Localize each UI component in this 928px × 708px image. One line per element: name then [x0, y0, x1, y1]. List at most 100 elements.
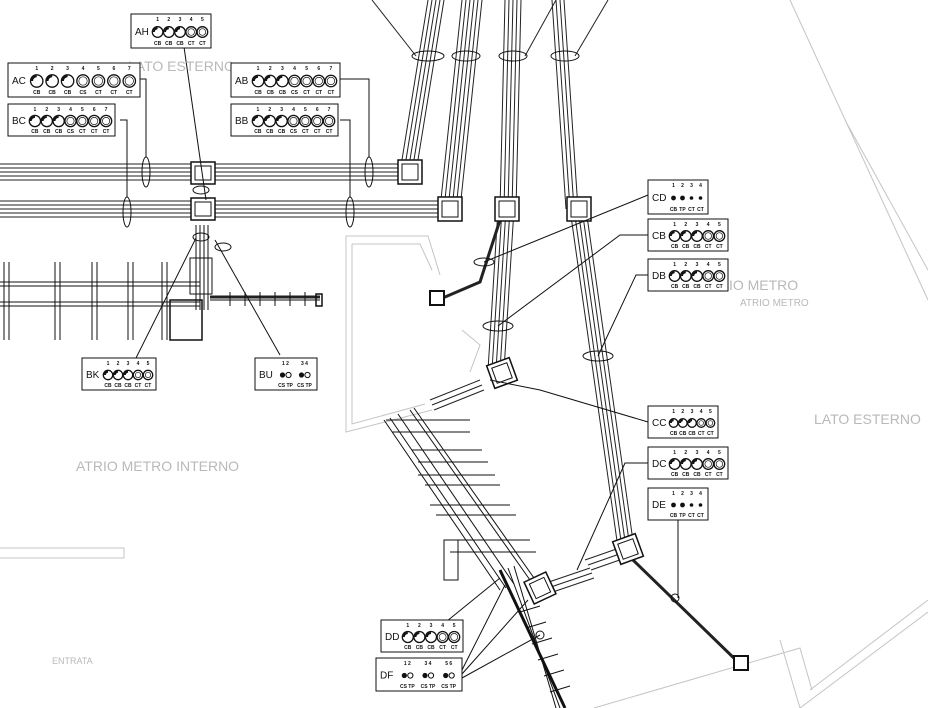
- conductor-number: 3: [57, 107, 60, 113]
- conductor-type: TP: [679, 513, 686, 519]
- conductor-inner-ring: [715, 232, 724, 240]
- conductor-number: 1 2: [282, 361, 289, 367]
- conductor-number: 4: [82, 66, 85, 72]
- conductor-inner-ring: [302, 76, 311, 86]
- conductor-inner-ring: [124, 76, 134, 86]
- conductor-number: 4: [293, 66, 296, 72]
- conductor-type: CB: [671, 284, 679, 290]
- conductor-number: 3: [280, 107, 283, 113]
- conductor-number: 5: [97, 66, 100, 72]
- conductor-type: CB: [670, 513, 678, 519]
- conductor-dot: [285, 371, 292, 379]
- conductor-inner-ring: [289, 117, 298, 125]
- conductor-type: CT: [199, 41, 206, 47]
- junction-boxes: [190, 159, 749, 671]
- conductor-inner-mark: [277, 75, 283, 82]
- conductor-symbol: [713, 230, 726, 242]
- conductor-type: CS TP: [278, 383, 293, 389]
- conductor-number: 3: [430, 623, 433, 629]
- conductor-type: CT: [135, 383, 142, 389]
- conductor-type: CT: [688, 513, 695, 519]
- conductor-number: 1: [257, 66, 260, 72]
- conductor-inner-mark: [252, 75, 259, 82]
- tag-frame: [647, 179, 709, 215]
- conductor-number: 5: [304, 107, 307, 113]
- conductor-number: 4: [707, 450, 710, 456]
- conductor-number: 3: [696, 262, 699, 268]
- conductor-number: 3 4: [301, 361, 308, 367]
- conductor-inner-mark: [31, 75, 37, 82]
- conductor-type: CT: [126, 90, 133, 96]
- conductor-type: CS: [67, 129, 75, 135]
- conductor-symbol: [696, 418, 707, 428]
- conductor-number: 2: [51, 66, 54, 72]
- conductor-inner-mark: [414, 632, 420, 638]
- conductor-inner-ring: [93, 76, 103, 86]
- conductor-inner-ring: [314, 76, 323, 86]
- conductor-inner-mark: [426, 632, 432, 638]
- conductor-type: CB: [688, 431, 696, 437]
- conductor-type: CB: [64, 90, 72, 96]
- conductor-number: 1: [35, 66, 38, 72]
- conductor-inner-ring: [290, 76, 299, 86]
- conductor-type: CB: [55, 129, 63, 135]
- conductor-inner-ring: [66, 117, 75, 125]
- conductor-inner-mark: [669, 419, 674, 424]
- conductor-number: 5: [81, 107, 84, 113]
- conductor-inner-mark: [669, 459, 675, 465]
- conductor-type: CT: [716, 472, 723, 478]
- conductor-symbol: [702, 270, 715, 282]
- leader-lines: [120, 32, 679, 679]
- conductor-symbol: [99, 114, 113, 128]
- conductor-type: CT: [705, 284, 712, 290]
- conductor-number: 3: [690, 491, 693, 497]
- conductor-type: CB: [43, 129, 51, 135]
- conductor-type: CT: [188, 41, 195, 47]
- conductor-number: 5: [718, 450, 721, 456]
- conductor-inner-mark: [46, 75, 53, 82]
- conductor-type: CB: [693, 244, 701, 250]
- conductor-number: 5: [305, 66, 308, 72]
- conductor-type: CB: [254, 129, 262, 135]
- conductor-number: 3 4: [425, 661, 432, 667]
- conductor-inner-ring: [144, 371, 152, 379]
- conductor-inner-mark: [692, 459, 698, 465]
- conductor-number: 1: [673, 262, 676, 268]
- conductor-number: 2: [418, 623, 421, 629]
- conductor-type: CT: [698, 431, 705, 437]
- conductor-type: CT: [145, 383, 152, 389]
- left-rack-structure: [0, 225, 323, 341]
- tag-id: DB: [652, 271, 666, 282]
- conductor-number: 4: [707, 222, 710, 228]
- conductor-type: CB: [267, 90, 275, 96]
- conductor-inner-mark: [41, 115, 47, 122]
- conductor-dot: [448, 672, 455, 679]
- conductor-type: CT: [103, 129, 110, 135]
- conductor-type: CT: [705, 472, 712, 478]
- conductor-dot: [279, 372, 286, 378]
- conductor-type: CS TP: [297, 383, 312, 389]
- conductor-number: 4: [137, 361, 140, 367]
- conductor-type: CB: [693, 472, 701, 478]
- conductor-number: 7: [328, 107, 331, 113]
- conductor-number: 4: [699, 491, 702, 497]
- conductor-type: CB: [31, 129, 39, 135]
- conductor-type: CT: [303, 90, 310, 96]
- conductor-type: CB: [279, 90, 287, 96]
- conductor-number: 2: [117, 361, 120, 367]
- cable-tag-df: DF1 2CS TP3 4CS TP5 6CS TP: [375, 657, 463, 692]
- conductor-type: CS: [291, 90, 299, 96]
- conductor-number: 5: [201, 17, 204, 23]
- conductor-type: CB: [682, 244, 690, 250]
- conductor-dot: [422, 672, 428, 679]
- conductor-type: CS: [80, 90, 88, 96]
- conductor-type: CB: [266, 129, 274, 135]
